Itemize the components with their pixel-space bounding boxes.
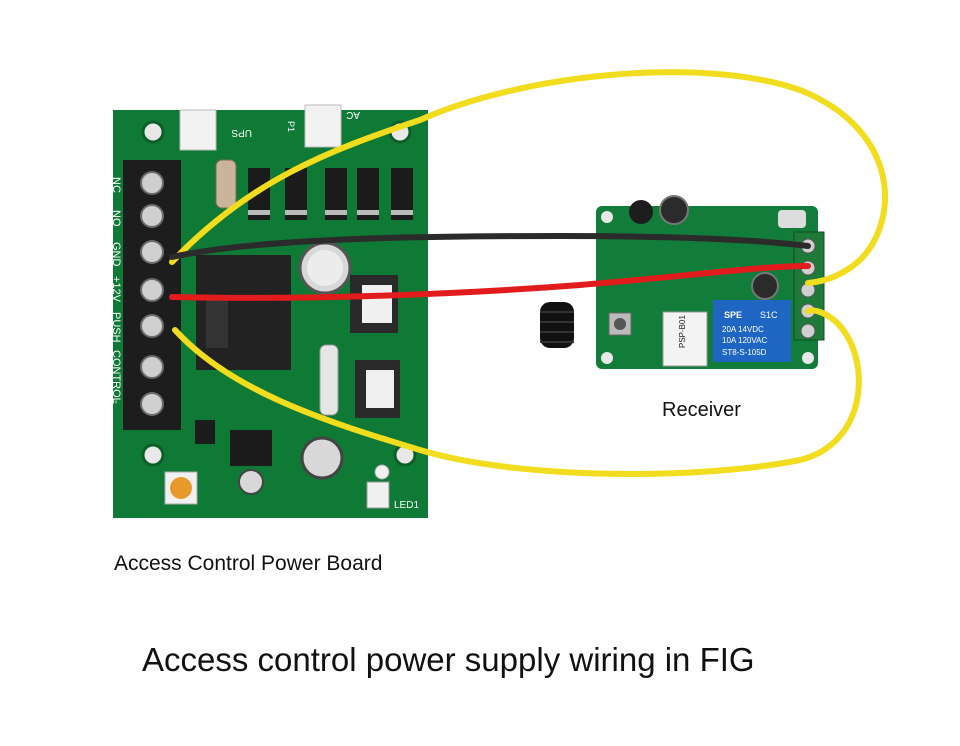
- terminal-label-minus: -: [110, 400, 122, 404]
- diode: [285, 168, 307, 220]
- ic-chip-label-area: [206, 300, 228, 348]
- relay-line: 20A 14VDC: [722, 325, 764, 334]
- diode: [357, 168, 379, 220]
- yellow-wire-top: [169, 69, 888, 286]
- terminal-screw: [140, 240, 164, 264]
- receiver-caption: Receiver: [662, 399, 741, 421]
- relay: [713, 300, 791, 362]
- relay-brand: SPE: [724, 310, 742, 320]
- terminal-label-push: PUSH: [110, 312, 122, 343]
- crystal: [778, 210, 806, 228]
- resistor: [215, 159, 237, 209]
- capacitor: [629, 200, 653, 224]
- ac-label: AC: [346, 109, 360, 120]
- led-label: LED1: [394, 500, 419, 511]
- ups-label: UPS: [231, 127, 252, 138]
- relay-line: ST8-S-105D: [722, 348, 767, 357]
- yellow-wire-bottom: [172, 307, 862, 477]
- diode: [248, 168, 270, 220]
- fuse: [319, 344, 339, 416]
- terminal-labels: NC NO GND +12V PUSH CONTROL -: [110, 177, 122, 404]
- capacitor: [659, 195, 689, 225]
- terminal-screw: [140, 392, 164, 416]
- mounting-hole: [601, 352, 613, 364]
- terminal-label-no: NO: [110, 210, 122, 227]
- mounting-hole: [601, 211, 613, 223]
- relay-line: 10A 120VAC: [722, 336, 767, 345]
- terminal-screw: [140, 204, 164, 228]
- ac-connector: [304, 104, 342, 148]
- black-wire: [169, 232, 811, 260]
- led-connector: [366, 481, 390, 509]
- ups-connector: [179, 109, 217, 151]
- receiver-module: SPE S1C 20A 14VDC 10A 120VAC ST8-S-105D …: [540, 195, 825, 369]
- terminal-screws: [140, 171, 164, 416]
- diode: [325, 168, 347, 220]
- terminal-screw: [800, 323, 816, 339]
- red-wire: [169, 263, 811, 301]
- wires: [169, 69, 888, 477]
- access-control-power-board: UPS AC P1: [110, 104, 428, 518]
- decoder-module: [662, 311, 708, 367]
- capacitor: [300, 436, 344, 480]
- terminal-label-12v: +12V: [110, 276, 122, 303]
- led: [374, 464, 390, 480]
- mounting-hole: [141, 443, 165, 467]
- mounting-hole: [141, 120, 165, 144]
- small-ic: [195, 420, 215, 444]
- terminal-label-nc: NC: [110, 177, 122, 193]
- terminal-screw: [140, 278, 164, 302]
- relay-model: S1C: [760, 310, 778, 320]
- terminal-screw: [140, 355, 164, 379]
- figure-title: Access control power supply wiring in FI…: [142, 641, 755, 678]
- terminal-screw: [140, 314, 164, 338]
- terminal-label-gnd: GND: [110, 242, 122, 267]
- mounting-hole: [802, 352, 814, 364]
- decoder-label: PSP-B01: [678, 315, 687, 348]
- capacitor: [238, 469, 264, 495]
- small-ic: [230, 430, 272, 466]
- antenna-coil: [540, 302, 574, 348]
- capacitor: [751, 272, 779, 300]
- terminal-label-control: CONTROL: [110, 350, 122, 404]
- diode: [391, 168, 413, 220]
- p1-label: P1: [286, 121, 296, 132]
- board-caption: Access Control Power Board: [114, 552, 383, 575]
- terminal-screw: [140, 171, 164, 195]
